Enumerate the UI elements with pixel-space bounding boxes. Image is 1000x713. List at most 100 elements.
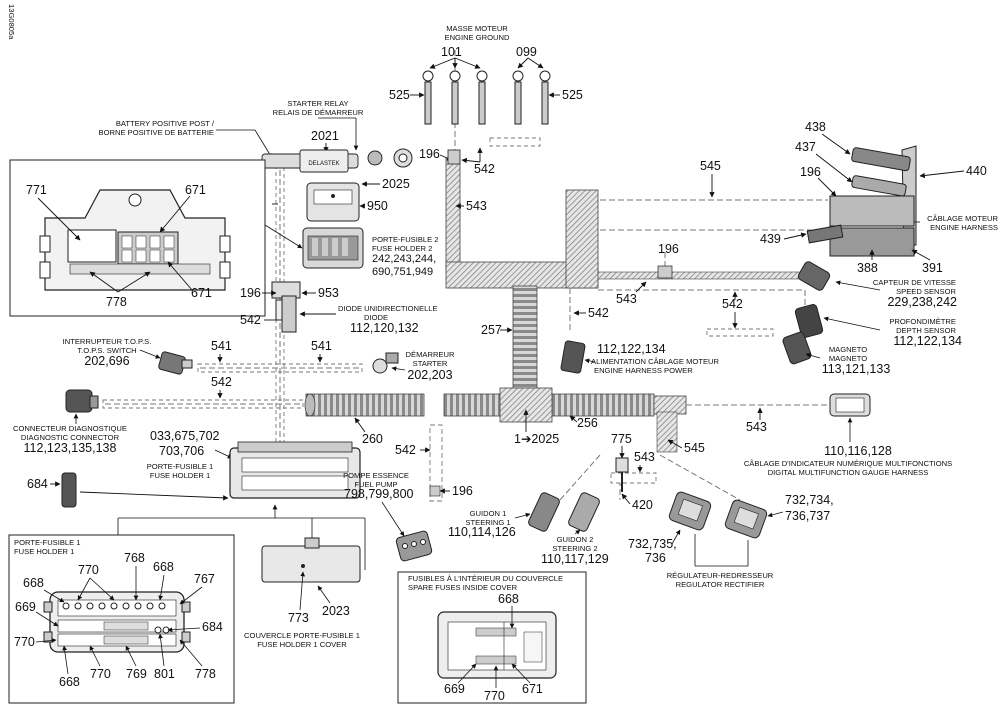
fuse-holder-1-detail bbox=[43, 591, 191, 653]
diagnostic-connector bbox=[65, 389, 99, 413]
callout-768: 768 bbox=[124, 551, 145, 565]
callout-950: 950 bbox=[367, 199, 388, 213]
fuse-holder-2-label-en: FUSE HOLDER 2 bbox=[372, 244, 432, 253]
diode-assembly bbox=[271, 281, 301, 333]
callout-953: 953 bbox=[318, 286, 339, 300]
regulator-1-parts-1: 732,735, bbox=[628, 537, 677, 551]
callout-437: 437 bbox=[795, 140, 816, 154]
callout-440: 440 bbox=[966, 164, 987, 178]
fuel-pump-parts: 798,799,800 bbox=[344, 487, 414, 501]
steering-1-connector bbox=[528, 492, 560, 532]
callout-256: 256 bbox=[577, 416, 598, 430]
callout-542-power: 542 bbox=[588, 306, 609, 320]
magneto-parts: 113,121,133 bbox=[822, 362, 891, 376]
steering-2-parts: 110,117,129 bbox=[541, 552, 609, 566]
regulator-label-en: REGULATOR RECTIFIER bbox=[676, 580, 765, 589]
callout-778-bottom: 778 bbox=[195, 667, 216, 681]
starter-label-fr: DÉMARREUR bbox=[406, 350, 455, 359]
gauge-connector bbox=[829, 393, 871, 417]
steering-2-label-fr: GUIDON 2 bbox=[557, 535, 594, 544]
regulator-1-parts-2: 736 bbox=[645, 551, 666, 565]
callout-671-spare: 671 bbox=[522, 682, 543, 696]
callout-668-top-left: 668 bbox=[23, 576, 44, 590]
callout-196-pump: 196 bbox=[452, 484, 473, 498]
callout-669-inset: 669 bbox=[15, 600, 36, 614]
callout-196-harness: 196 bbox=[800, 165, 821, 179]
fuse-holder-2 bbox=[302, 227, 364, 269]
magneto-label-fr: MAGNETO bbox=[829, 345, 867, 354]
regulator-2-parts-1: 732,734, bbox=[785, 493, 834, 507]
conduit-257 bbox=[512, 285, 538, 395]
steering-1-parts: 110,114,126 bbox=[448, 525, 516, 539]
callout-545-top: 545 bbox=[700, 159, 721, 173]
fuse-holder-2-parts-1: 242,243,244, bbox=[372, 253, 436, 265]
fuse-holder-2-detail bbox=[39, 189, 231, 291]
engine-harness-block bbox=[806, 145, 917, 257]
callout-770-bottom: 770 bbox=[90, 667, 111, 681]
magneto-connector bbox=[782, 331, 812, 365]
callout-671-right: 671 bbox=[191, 286, 212, 300]
callout-541-left: 541 bbox=[211, 339, 232, 353]
ring-terminals bbox=[422, 70, 551, 125]
speed-sensor-label-en: SPEED SENSOR bbox=[896, 287, 956, 296]
tops-label-fr: INTERRUPTEUR T.O.P.S. bbox=[63, 337, 152, 346]
steering-1-label-en: STEERING 1 bbox=[465, 518, 510, 527]
callout-773: 773 bbox=[288, 611, 309, 625]
starter-relay: DELASTEK bbox=[261, 148, 413, 173]
delastek-label: DELASTEK bbox=[308, 161, 339, 167]
tops-switch bbox=[158, 351, 193, 375]
callout-668-spare: 668 bbox=[498, 592, 519, 606]
steering-2-label-en: STEERING 2 bbox=[552, 544, 597, 553]
callout-542-harness: 542 bbox=[722, 297, 743, 311]
figure-id: 13G0805a bbox=[7, 4, 16, 40]
callout-2023: 2023 bbox=[322, 604, 350, 618]
callout-2021: 2021 bbox=[311, 129, 339, 143]
engine-harness-label-fr: CÂBLAGE MOTEUR bbox=[927, 214, 998, 223]
regulator-connector-1 bbox=[668, 491, 712, 531]
callout-525-right: 525 bbox=[562, 88, 583, 102]
depth-sensor-label-en: DEPTH SENSOR bbox=[896, 326, 956, 335]
fuel-pump-label-en: FUEL PUMP bbox=[354, 480, 397, 489]
depth-sensor-label-fr: PROFONDIMÈTRE bbox=[889, 317, 956, 326]
fuse-holder-1-parts-1: 033,675,702 bbox=[150, 429, 220, 443]
gauge-label-fr: CÂBLAGE D'INDICATEUR NUMÉRIQUE MULTIFONC… bbox=[744, 459, 952, 468]
callout-196-harness-line: 196 bbox=[658, 242, 679, 256]
fuse-holder-1-cover bbox=[261, 537, 361, 583]
battery-post-label-en: BATTERY POSITIVE POST / bbox=[116, 119, 215, 128]
callout-767: 767 bbox=[194, 572, 215, 586]
callout-771: 771 bbox=[26, 183, 47, 197]
starter-parts: 202,203 bbox=[407, 368, 452, 382]
callout-099: 099 bbox=[516, 45, 537, 59]
callout-257: 257 bbox=[481, 323, 502, 337]
depth-sensor-parts: 112,122,134 bbox=[893, 334, 962, 348]
engine-harness-power-connector bbox=[560, 340, 586, 374]
cover-underside-detail bbox=[437, 611, 557, 679]
callout-543-top: 543 bbox=[466, 199, 487, 213]
callout-542-top: 542 bbox=[474, 162, 495, 176]
battery-post-label-fr: BORNE POSITIVE DE BATTERIE bbox=[99, 128, 214, 137]
harness-power-parts: 112,122,134 bbox=[597, 342, 666, 356]
speed-sensor-parts: 229,238,242 bbox=[887, 295, 957, 309]
starter-label-en: STARTER bbox=[413, 359, 448, 368]
fuse-holder-1-parts-2: 703,706 bbox=[159, 444, 204, 458]
engine-ground-title-fr: MASSE MOTEUR bbox=[446, 24, 508, 33]
diagnostic-label-fr: CONNECTEUR DIAGNOSTIQUE bbox=[13, 424, 127, 433]
regulator-2-parts-2: 736,737 bbox=[785, 509, 830, 523]
steering-1-label-fr: GUIDON 1 bbox=[470, 509, 507, 518]
tops-label-en: T.O.P.S. SWITCH bbox=[77, 346, 136, 355]
fuse-holder-2-parts-2: 690,751,949 bbox=[372, 266, 433, 278]
callout-2025: 2025 bbox=[382, 177, 410, 191]
engine-harness-label-en: ENGINE HARNESS bbox=[930, 223, 998, 232]
callout-196-top: 196 bbox=[419, 147, 440, 161]
regulator-label-fr: RÉGULATEUR-REDRESSEUR bbox=[667, 571, 774, 580]
callout-801: 801 bbox=[154, 667, 175, 681]
callout-770-left: 770 bbox=[14, 635, 35, 649]
harness-power-label-en: ENGINE HARNESS POWER bbox=[594, 366, 693, 375]
callout-260: 260 bbox=[362, 432, 383, 446]
callout-669-spare: 669 bbox=[444, 682, 465, 696]
speed-sensor bbox=[797, 261, 831, 291]
diode-label-fr: DIODE UNIDIRECTIONELLE bbox=[338, 304, 438, 313]
starter-relay-label-en: STARTER RELAY bbox=[287, 99, 348, 108]
callout-778-inset: 778 bbox=[106, 295, 127, 309]
